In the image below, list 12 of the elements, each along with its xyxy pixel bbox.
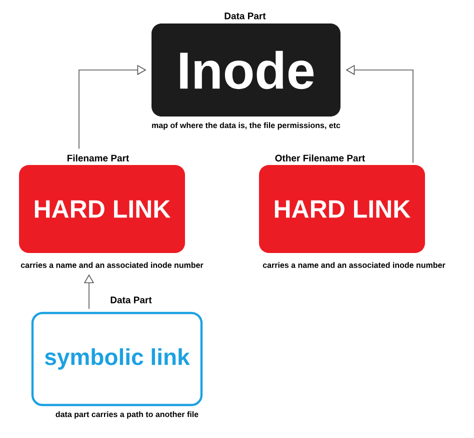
heading-text: Other Filename Part: [275, 154, 365, 162]
caption-text: map of where the data is, the file permissions, etc: [152, 122, 340, 130]
symbolic-link-box: symbolic link: [31, 312, 203, 406]
heading-text: Data Part: [110, 296, 152, 304]
hard-link-box: HARD LINK: [19, 164, 185, 253]
caption-text: data part carries a path to another file: [56, 411, 198, 419]
caption-text: carries a name and an associated inode number: [20, 262, 204, 268]
inode-box: Inode: [152, 24, 340, 116]
caption-text: carries a name and an associated inode number: [262, 262, 446, 268]
heading-text: Filename Part: [68, 154, 130, 162]
heading-text: Data Part: [224, 12, 266, 20]
hard-link-box: HARD LINK: [259, 164, 425, 253]
